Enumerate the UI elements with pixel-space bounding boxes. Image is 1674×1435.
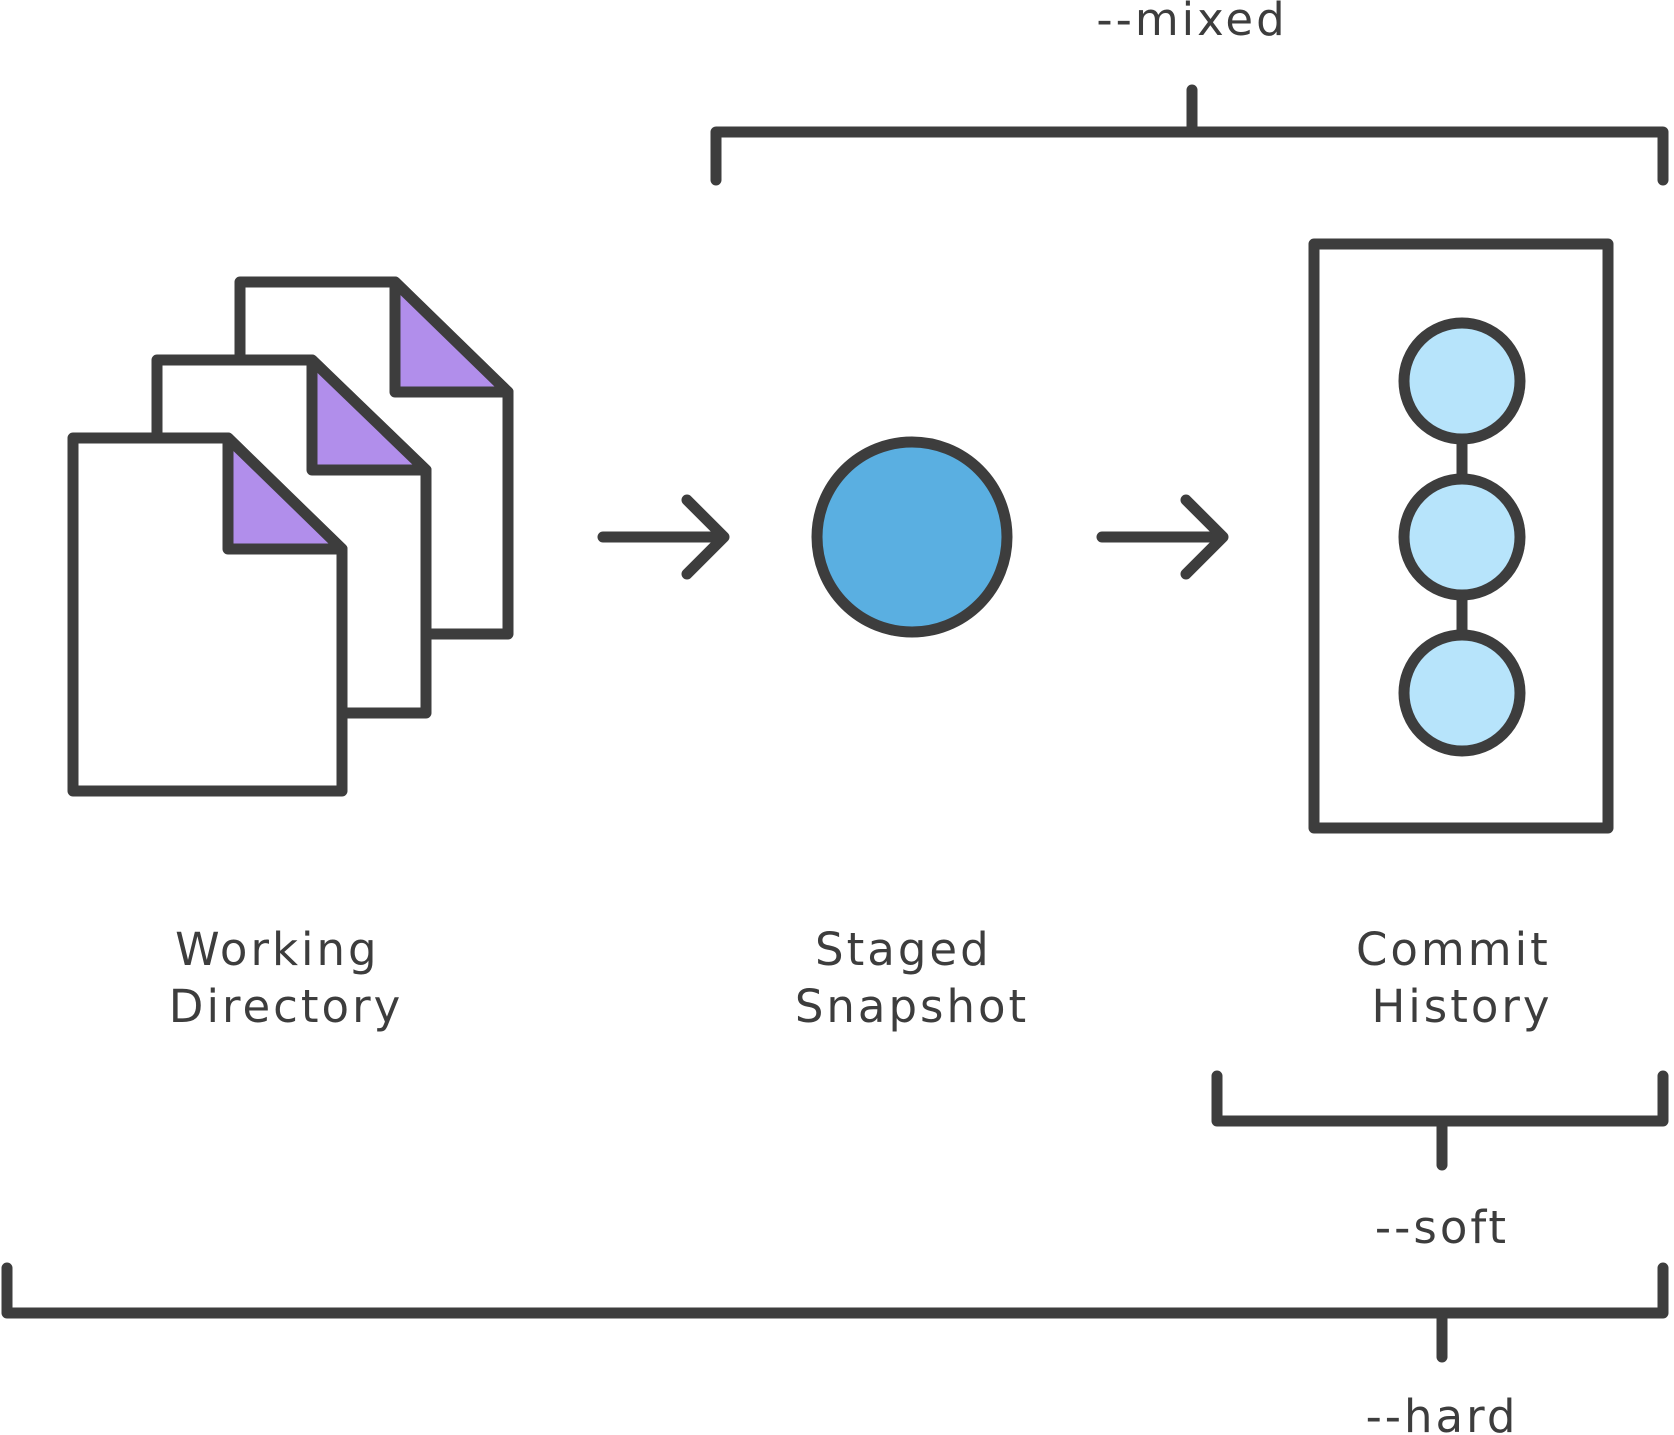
soft-bracket [1211,1070,1669,1171]
staged-snapshot-label: Staged Snapshot [795,923,1029,1033]
hard-label: --hard [1366,1390,1519,1435]
commit-history-label: Commit History [1356,923,1568,1033]
commit-history-line2: History [1371,980,1552,1033]
staged-snapshot-line2: Snapshot [795,980,1029,1033]
working-directory-line1: Working [175,923,380,976]
hard-bracket [1,1262,1669,1363]
arrow-right-icon-2 [1096,494,1229,580]
working-directory-line2: Directory [169,980,403,1033]
commit-node-2 [1398,473,1526,601]
mixed-bracket [710,84,1669,186]
arrow-right-icon-1 [597,494,730,580]
stacked-files-icon [67,276,514,797]
soft-label: --soft [1375,1201,1509,1254]
staged-snapshot-line1: Staged [815,923,992,976]
commit-node-3 [1398,629,1526,757]
snapshot-circle-icon [811,436,1013,638]
commit-node-1 [1398,317,1526,445]
commit-chain-icon [1308,238,1614,834]
working-directory-label: Working Directory [169,923,403,1033]
mixed-label: --mixed [1096,0,1287,46]
commit-history-line1: Commit [1356,923,1551,976]
